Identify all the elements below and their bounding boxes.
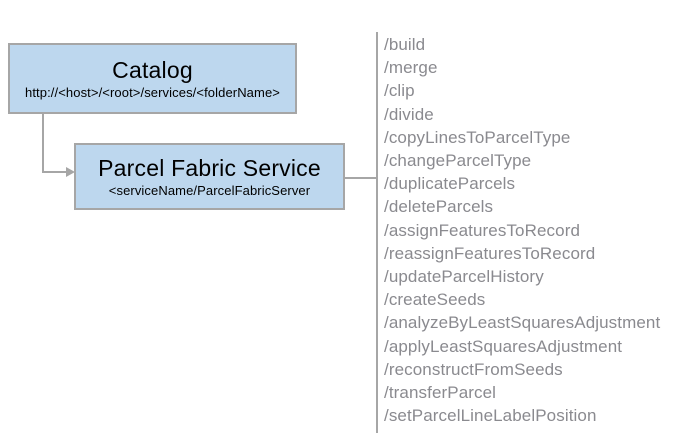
catalog-node: Catalog http://<host>/<root>/services/<f… <box>8 43 297 114</box>
operation-endpoint: /applyLeastSquaresAdjustment <box>384 336 623 356</box>
operation-endpoint: /duplicateParcels <box>384 174 516 194</box>
operations-list: /build /merge /clip /divide /copyLinesTo… <box>384 33 684 427</box>
arrowhead-icon <box>66 167 75 177</box>
service-url: <serviceName/ParcelFabricServer <box>108 183 311 199</box>
operation-endpoint: /setParcelLineLabelPosition <box>384 406 597 426</box>
operation-endpoint: /transferParcel <box>384 383 497 403</box>
operation-endpoint: /copyLinesToParcelType <box>384 127 571 147</box>
operation-endpoint: /assignFeaturesToRecord <box>384 220 581 240</box>
operation-endpoint: /reconstructFromSeeds <box>384 359 563 379</box>
catalog-url: http://<host>/<root>/services/<folderNam… <box>25 85 280 101</box>
service-to-operations-connector <box>345 177 376 179</box>
operation-endpoint: /createSeeds <box>384 290 486 310</box>
catalog-title: Catalog <box>112 56 193 83</box>
operation-endpoint: /analyzeByLeastSquaresAdjustment <box>384 313 661 333</box>
operation-endpoint: /deleteParcels <box>384 197 494 217</box>
service-title: Parcel Fabric Service <box>98 154 321 181</box>
operation-endpoint: /clip <box>384 81 415 101</box>
operation-endpoint: /divide <box>384 104 434 124</box>
operation-endpoint: /merge <box>384 58 438 78</box>
operation-endpoint: /reassignFeaturesToRecord <box>384 243 596 263</box>
catalog-to-service-connector-horizontal <box>42 171 67 173</box>
operation-endpoint: /updateParcelHistory <box>384 267 544 287</box>
operation-endpoint: /changeParcelType <box>384 151 532 171</box>
catalog-to-service-connector-vertical <box>42 113 44 173</box>
operations-divider-line <box>376 32 378 433</box>
service-node: Parcel Fabric Service <serviceName/Parce… <box>74 143 345 210</box>
operation-endpoint: /build <box>384 35 426 54</box>
